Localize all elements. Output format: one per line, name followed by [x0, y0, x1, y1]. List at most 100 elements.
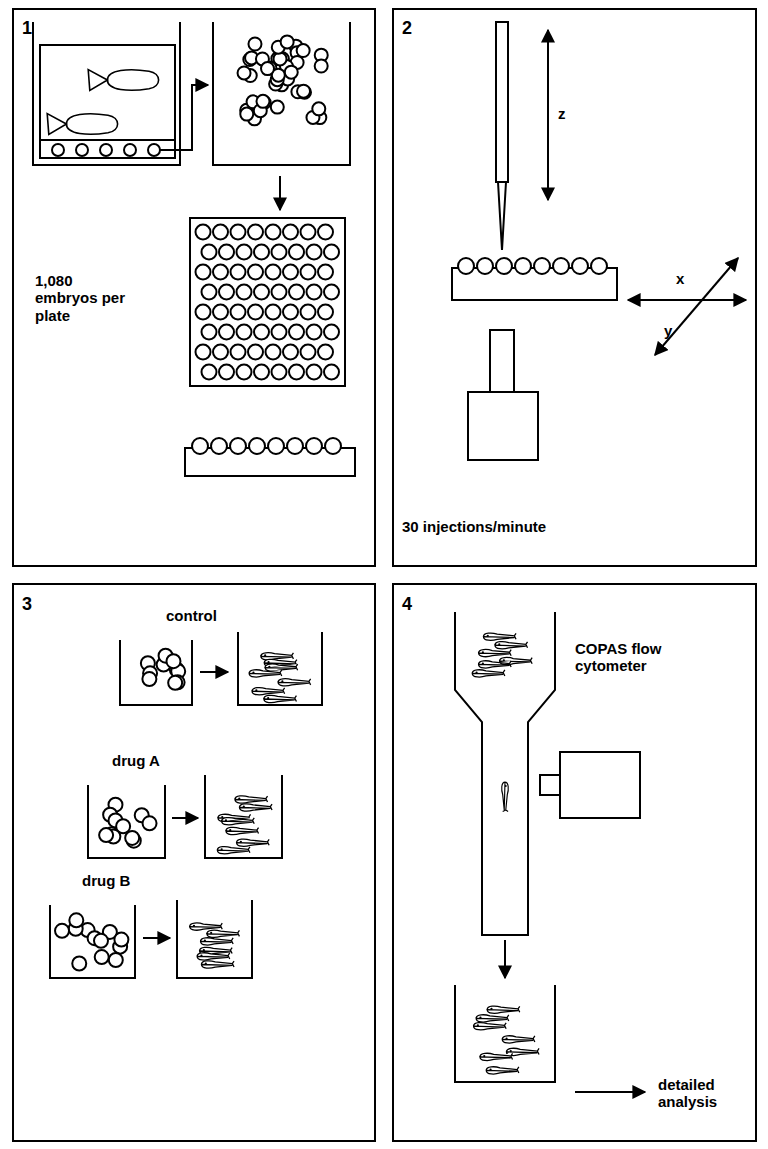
embryo [213, 345, 228, 360]
embryo [219, 365, 234, 380]
embryo [307, 245, 322, 260]
beaker [177, 900, 252, 978]
embryo [237, 245, 252, 260]
embryo [142, 672, 156, 686]
embryo [301, 265, 316, 280]
embryo [231, 225, 246, 240]
embryo [240, 108, 253, 121]
embryo [114, 933, 128, 947]
embryo [202, 325, 217, 340]
panel-label: detailed analysis [658, 1076, 748, 1111]
embryo [272, 325, 287, 340]
panel-label: 1,080 embryos per plate [35, 272, 127, 324]
embryo [202, 245, 217, 260]
embryo [307, 325, 322, 340]
embryo [301, 305, 316, 320]
step-number: 3 [22, 594, 52, 615]
embryo-cluster [55, 913, 128, 970]
larvae [474, 1006, 539, 1074]
embryo [94, 934, 108, 948]
embryo [283, 265, 298, 280]
objective [490, 330, 514, 392]
embryo [143, 816, 157, 830]
embryo [312, 102, 325, 115]
larva [226, 827, 259, 834]
embryo [166, 654, 180, 668]
panel-label: drug A [112, 752, 202, 769]
embryo [248, 225, 263, 240]
larvae [249, 653, 310, 703]
larva [487, 1006, 520, 1013]
larva [237, 839, 270, 846]
larva [222, 818, 255, 825]
larva [483, 633, 516, 640]
embryo [237, 365, 252, 380]
embryo [287, 438, 303, 454]
embryo [248, 305, 263, 320]
embryo [281, 35, 294, 48]
beaker [205, 775, 282, 858]
embryo [553, 258, 569, 274]
arrow [200, 671, 228, 673]
embryo [301, 345, 316, 360]
larva [502, 1036, 535, 1043]
embryo [99, 828, 113, 842]
embryo [72, 956, 86, 970]
y-axis-arrow [655, 258, 738, 355]
embryo [289, 365, 304, 380]
embryo [124, 144, 136, 156]
embryo [318, 265, 333, 280]
panel-label: x [676, 270, 696, 287]
embryo [324, 285, 339, 300]
embryo [266, 265, 281, 280]
larva [278, 679, 311, 686]
embryo [238, 66, 251, 79]
detector [560, 752, 640, 818]
larva [239, 804, 272, 811]
embryo [297, 85, 310, 98]
embryo [324, 325, 339, 340]
larva [249, 670, 282, 677]
embryo [219, 245, 234, 260]
embryo [52, 144, 64, 156]
panel-label: drug B [82, 872, 172, 889]
embryo [315, 59, 328, 72]
embryo [230, 438, 246, 454]
beaker [88, 785, 165, 858]
embryo [256, 95, 269, 108]
embryo [307, 365, 322, 380]
collection-beaker [455, 985, 555, 1082]
embryo [219, 325, 234, 340]
sample-cup-and-tube [455, 612, 555, 935]
arrow [575, 1091, 645, 1093]
step-panel: 2zxy30 injections/minute [392, 8, 757, 567]
larva [235, 796, 268, 803]
embryo [272, 365, 287, 380]
embryo [289, 325, 304, 340]
transfer-arrow [160, 85, 208, 150]
embryo [202, 285, 217, 300]
embryo [306, 438, 322, 454]
larvae [472, 633, 532, 677]
embryo [100, 144, 112, 156]
dish-wall [213, 22, 350, 165]
embryo [271, 101, 284, 114]
larva [261, 653, 294, 660]
embryo [297, 44, 310, 57]
embryo [515, 258, 531, 274]
larva [252, 688, 285, 695]
larva [476, 1015, 509, 1022]
embryo [231, 305, 246, 320]
embryo [272, 245, 287, 260]
panel-label: 30 injections/minute [402, 518, 702, 535]
panel-label: z [558, 105, 578, 122]
embryo [266, 345, 281, 360]
embryo [318, 305, 333, 320]
embryo [148, 144, 160, 156]
tank-insert [40, 45, 175, 158]
embryo [237, 285, 252, 300]
embryo [196, 265, 211, 280]
embryo [231, 265, 246, 280]
mesh-floor [40, 139, 175, 141]
larva [207, 930, 240, 937]
